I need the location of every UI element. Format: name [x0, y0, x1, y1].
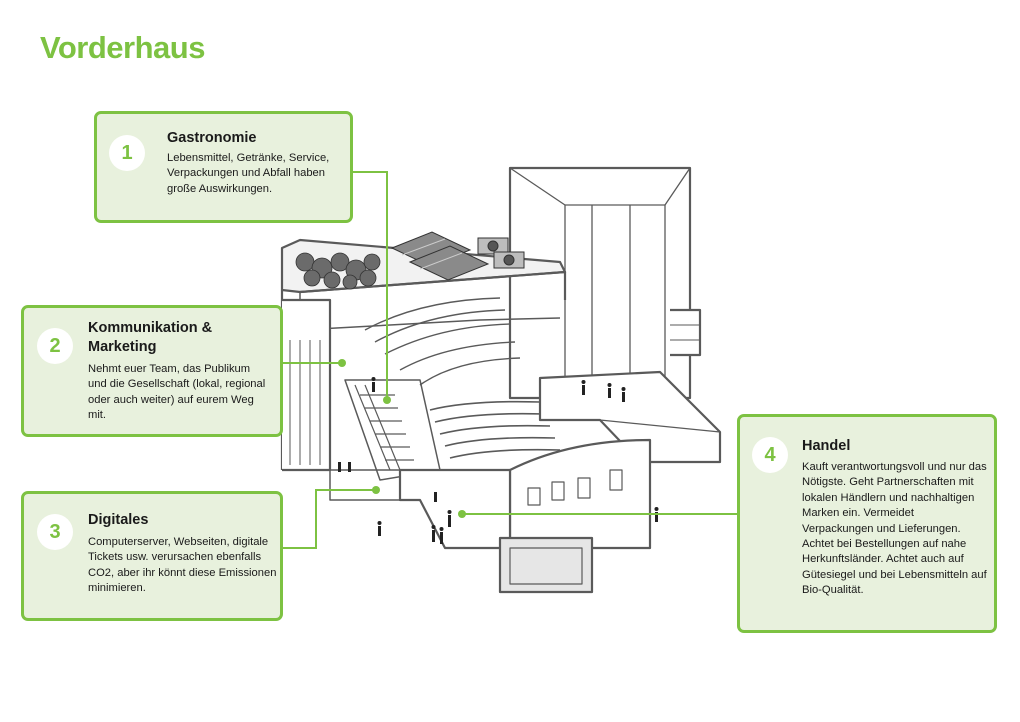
box-title: Kommunikation & Marketing	[88, 320, 213, 355]
box-title: Handel	[802, 438, 851, 454]
page-title: Vorderhaus	[40, 30, 205, 65]
box-text: Computerserver, Webseiten, digitale Tick…	[88, 536, 277, 595]
info-box-handel: 4 Handel Kauft verantwortungsvoll und nu…	[737, 414, 997, 633]
box-title: Digitales	[88, 512, 149, 528]
number-badge: 4	[752, 437, 788, 473]
number-badge: 2	[37, 328, 73, 364]
number-badge: 3	[37, 514, 73, 550]
info-box-digitales: 3 Digitales Computerserver, Webseiten, d…	[21, 491, 283, 621]
info-box-kommunikation: 2 Kommunikation & Marketing Nehmt euer T…	[21, 305, 283, 437]
box-title: Gastronomie	[167, 130, 257, 146]
box-text: Nehmt euer Team, das Publikum und die Ge…	[88, 363, 266, 422]
box-text: Kauft verantwortungsvoll und nur das Nöt…	[802, 461, 987, 597]
number-badge: 1	[109, 135, 145, 171]
box-text: Lebensmittel, Getränke, Service, Verpack…	[167, 152, 330, 195]
info-box-gastronomie: 1 Gastronomie Lebensmittel, Getränke, Se…	[94, 111, 353, 223]
